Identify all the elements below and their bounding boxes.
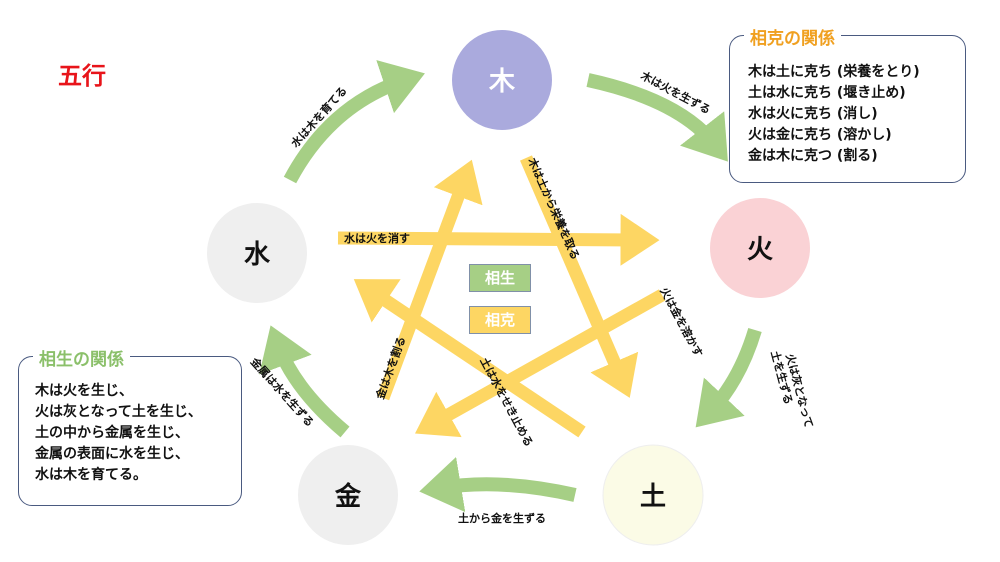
legend-overcoming: 相克 xyxy=(469,306,531,334)
arrow-wood-to-earth xyxy=(520,155,639,398)
arrow-fire-to-earth xyxy=(695,327,762,428)
node-earth: 土 xyxy=(602,444,704,546)
node-wood-label: 木 xyxy=(488,67,515,97)
label-water-fire: 水は火を消す xyxy=(344,231,410,245)
arrow-wood-to-fire xyxy=(586,73,728,162)
overcoming-line: 水は火に克ち (消し) xyxy=(748,106,878,122)
generating-line: 木は火を生じ、 xyxy=(35,383,133,399)
overcoming-box-title: 相克の関係 xyxy=(744,24,841,49)
node-metal: 金 xyxy=(298,445,398,545)
node-wood: 木 xyxy=(452,30,552,130)
node-fire: 火 xyxy=(710,198,810,298)
legend-generating: 相生 xyxy=(469,264,531,292)
overcoming-line: 火は金に克ち (溶かし) xyxy=(748,127,892,143)
label-fire-metal: 火は金を溶かす xyxy=(657,285,706,360)
node-metal-label: 金 xyxy=(334,481,362,512)
overcoming-line: 木は土に克ち (栄養をとり) xyxy=(748,64,920,80)
generating-relations-box: 相生の関係 木は火を生じ、 火は灰となって土を生じ、 土の中から金属を生じ、 金… xyxy=(18,345,242,506)
generating-line: 土の中から金属を生じ、 xyxy=(35,425,189,441)
arrow-water-to-wood xyxy=(283,60,425,184)
overcoming-line: 土は水に克ち (堰き止め) xyxy=(748,85,906,101)
label-earth-metal: 土から金を生ずる xyxy=(458,511,546,525)
arrow-water-to-fire xyxy=(337,213,660,266)
arrow-metal-to-wood xyxy=(376,159,483,401)
generating-line: 火は灰となって土を生じ、 xyxy=(35,404,202,420)
node-water: 水 xyxy=(207,203,307,303)
arrow-earth-to-water xyxy=(353,279,586,438)
generating-line: 水は木を育てる。 xyxy=(35,467,147,483)
arrow-earth-to-metal xyxy=(419,456,577,513)
node-earth-label: 土 xyxy=(640,482,666,512)
overcoming-line: 金は木に克つ (割る) xyxy=(748,148,878,164)
page-title: 五行 xyxy=(58,62,106,90)
generating-line: 金属の表面に水を生じ、 xyxy=(35,446,189,462)
node-fire-label: 火 xyxy=(747,235,773,265)
arrow-metal-to-water xyxy=(259,325,350,438)
node-water-label: 水 xyxy=(244,240,271,270)
overcoming-relations-box: 相克の関係 木は土に克ち (栄養をとり) 土は水に克ち (堰き止め) 水は火に克… xyxy=(729,24,966,183)
generating-box-title: 相生の関係 xyxy=(33,345,130,370)
arrow-fire-to-metal xyxy=(414,289,666,438)
